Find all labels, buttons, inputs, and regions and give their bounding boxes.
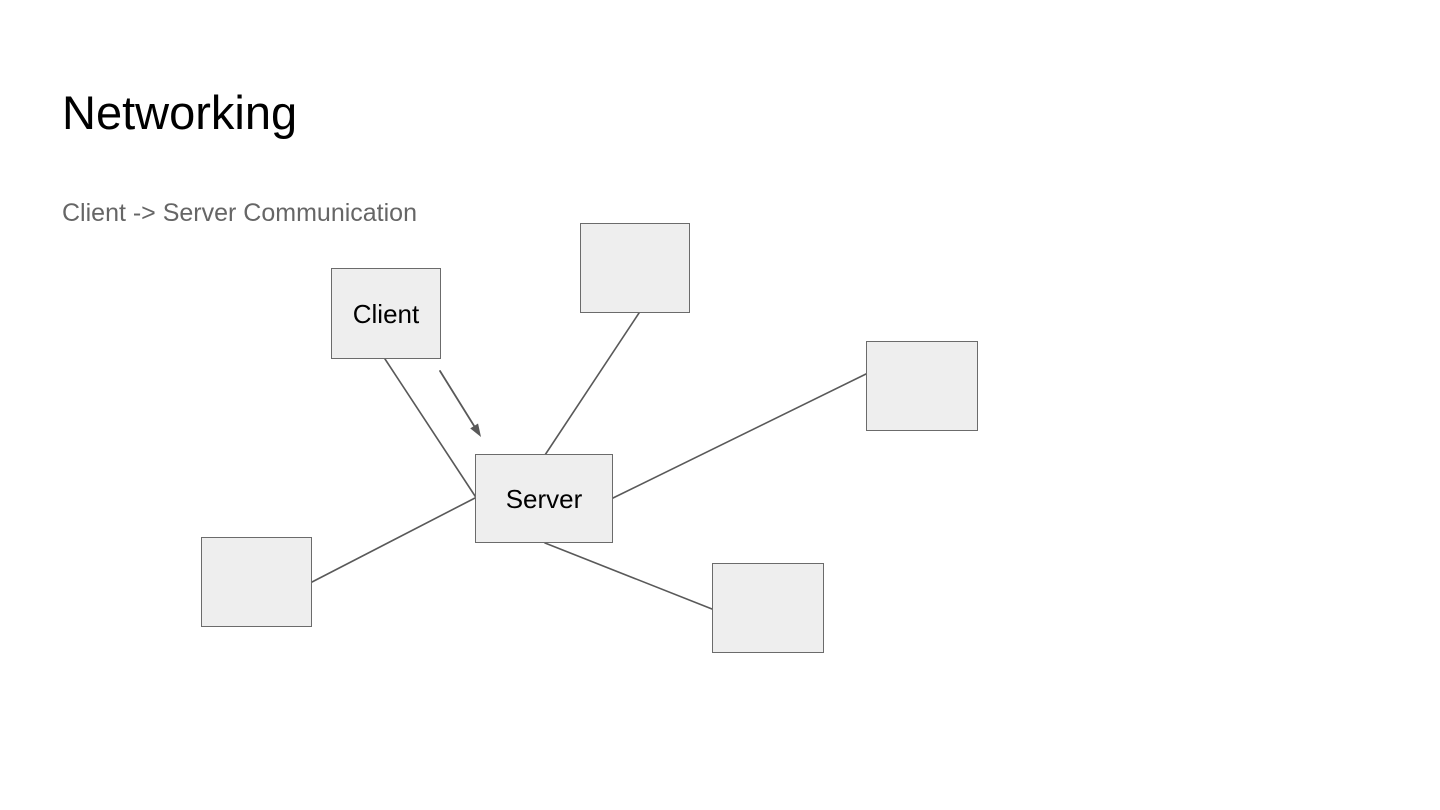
diagram-edge	[311, 497, 476, 583]
diagram-edge	[544, 542, 713, 610]
diagram-node-left-peer[interactable]	[201, 537, 312, 627]
node-label: Server	[505, 483, 583, 514]
slide-subtitle: Client -> Server Communication	[62, 199, 417, 227]
diagram-node-server[interactable]: Server	[475, 454, 613, 543]
diagram-node-bottom-peer[interactable]	[712, 563, 824, 653]
diagram-node-top-peer[interactable]	[580, 223, 690, 313]
diagram-node-right-peer[interactable]	[866, 341, 978, 431]
arrow-head	[470, 423, 481, 437]
node-label: Client	[352, 298, 420, 329]
diagram-node-client[interactable]: Client	[331, 268, 441, 359]
diagram-edge	[612, 373, 867, 499]
diagram-edge	[384, 358, 478, 500]
page-title: Networking	[62, 86, 298, 139]
arrow-shaft	[439, 370, 477, 430]
diagram-arrow	[439, 370, 481, 437]
diagram-edge	[544, 312, 640, 456]
